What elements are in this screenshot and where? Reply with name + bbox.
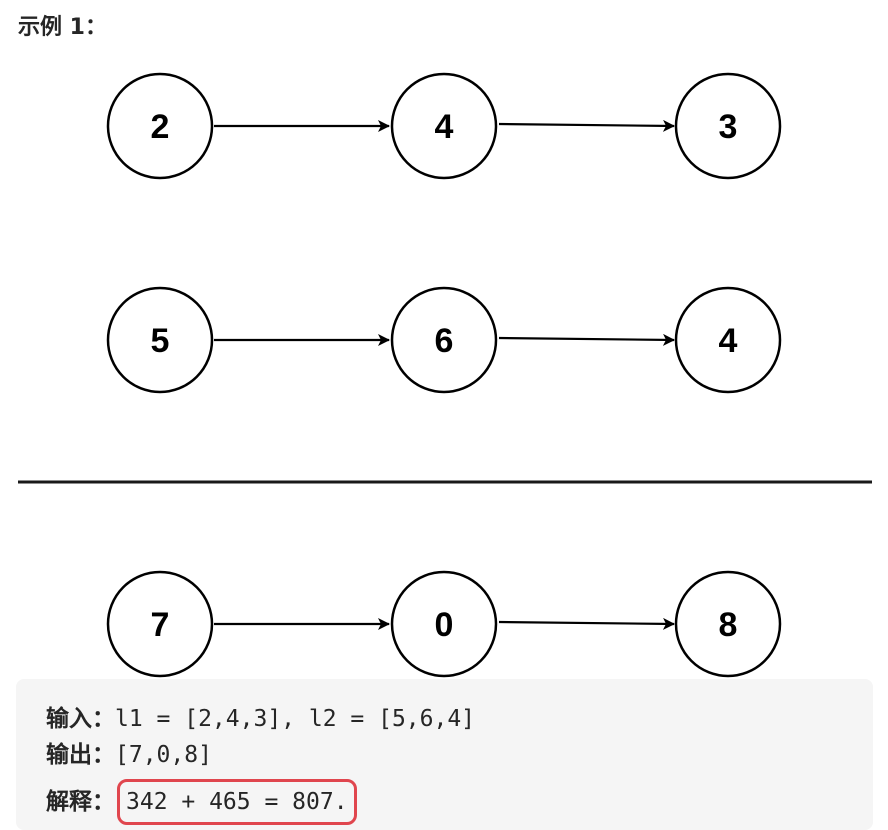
node-value: 5 <box>151 322 170 360</box>
node-value: 4 <box>719 322 738 360</box>
linked-list-result: 7 0 8 <box>106 570 782 678</box>
input-value: l1 = [2,4,3], l2 = [5,6,4] <box>115 706 476 732</box>
input-label: 输入： <box>46 706 115 732</box>
output-value: [7,0,8] <box>115 742 212 768</box>
linked-list-l2: 5 6 4 <box>106 286 782 394</box>
edge-arrow <box>498 333 675 346</box>
example-input-line: 输入：l1 = [2,4,3], l2 = [5,6,4] <box>46 701 475 737</box>
node-value: 3 <box>719 108 738 146</box>
example-output-line: 输出：[7,0,8] <box>46 737 212 773</box>
list-node: 2 <box>106 72 214 180</box>
edge-arrow <box>498 119 675 132</box>
example-heading: 示例 1： <box>18 15 107 40</box>
list-node: 4 <box>674 286 782 394</box>
list-node: 7 <box>106 570 214 678</box>
list-node: 6 <box>390 286 498 394</box>
explain-value-highlight: 342 + 465 = 807. <box>117 779 357 825</box>
example-box: 输入：l1 = [2,4,3], l2 = [5,6,4] 输出：[7,0,8]… <box>16 679 873 830</box>
linked-list-l1: 2 4 3 <box>106 72 782 180</box>
example-explain-line: 解释：342 + 465 = 807. <box>46 779 357 825</box>
node-value: 0 <box>435 606 454 644</box>
node-value: 8 <box>719 606 738 644</box>
node-value: 6 <box>435 322 454 360</box>
explain-label: 解释： <box>46 789 115 815</box>
list-node: 3 <box>674 72 782 180</box>
output-label: 输出： <box>46 742 115 768</box>
node-value: 2 <box>151 108 170 146</box>
list-node: 0 <box>390 570 498 678</box>
node-value: 4 <box>435 108 454 146</box>
list-node: 8 <box>674 570 782 678</box>
edge-arrow <box>498 617 675 630</box>
list-node: 5 <box>106 286 214 394</box>
node-value: 7 <box>151 606 170 644</box>
list-node: 4 <box>390 72 498 180</box>
